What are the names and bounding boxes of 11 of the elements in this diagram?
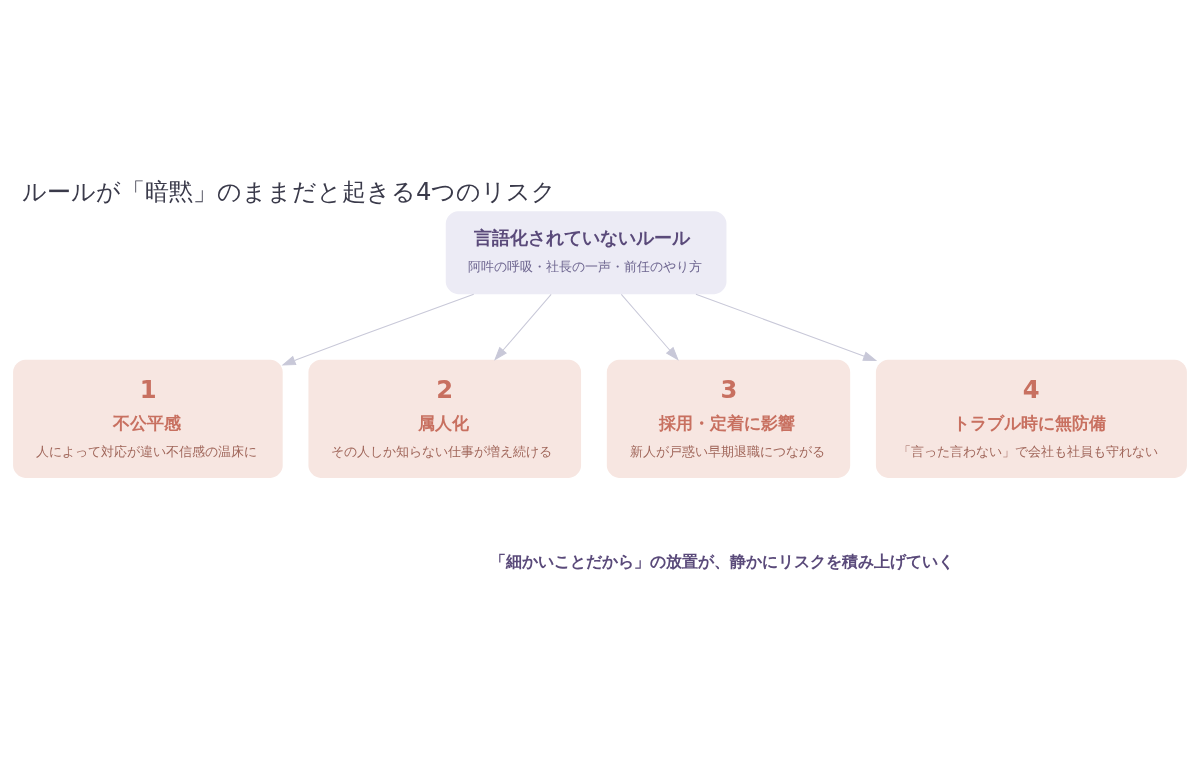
diagram-title: ルールが「暗黙」のままだと起きる4つのリスク	[22, 177, 557, 206]
node-box: 4 トラブル時に無防備 「言った言わない」で会社も社員も守れない	[875, 359, 1187, 478]
arrow	[620, 293, 679, 361]
arrow	[281, 293, 475, 365]
arrow	[494, 293, 552, 361]
arrow	[695, 293, 878, 361]
node-box: 1 不公平感 人によって対応が違い不信感の温床に	[13, 359, 283, 478]
node-box: 3 採用・定着に影響 新人が戸惑い早期退職につながる	[606, 359, 851, 478]
node-box: 言語化されていないルール 阿吽の呼吸・社長の一声・前任のやり方	[445, 210, 727, 294]
label: 「細かいことだから」の放置が、静かにリスクを積み上げていく	[490, 551, 955, 571]
node-box: 2 属人化 その人しか知らない仕事が増え続ける	[308, 359, 582, 478]
